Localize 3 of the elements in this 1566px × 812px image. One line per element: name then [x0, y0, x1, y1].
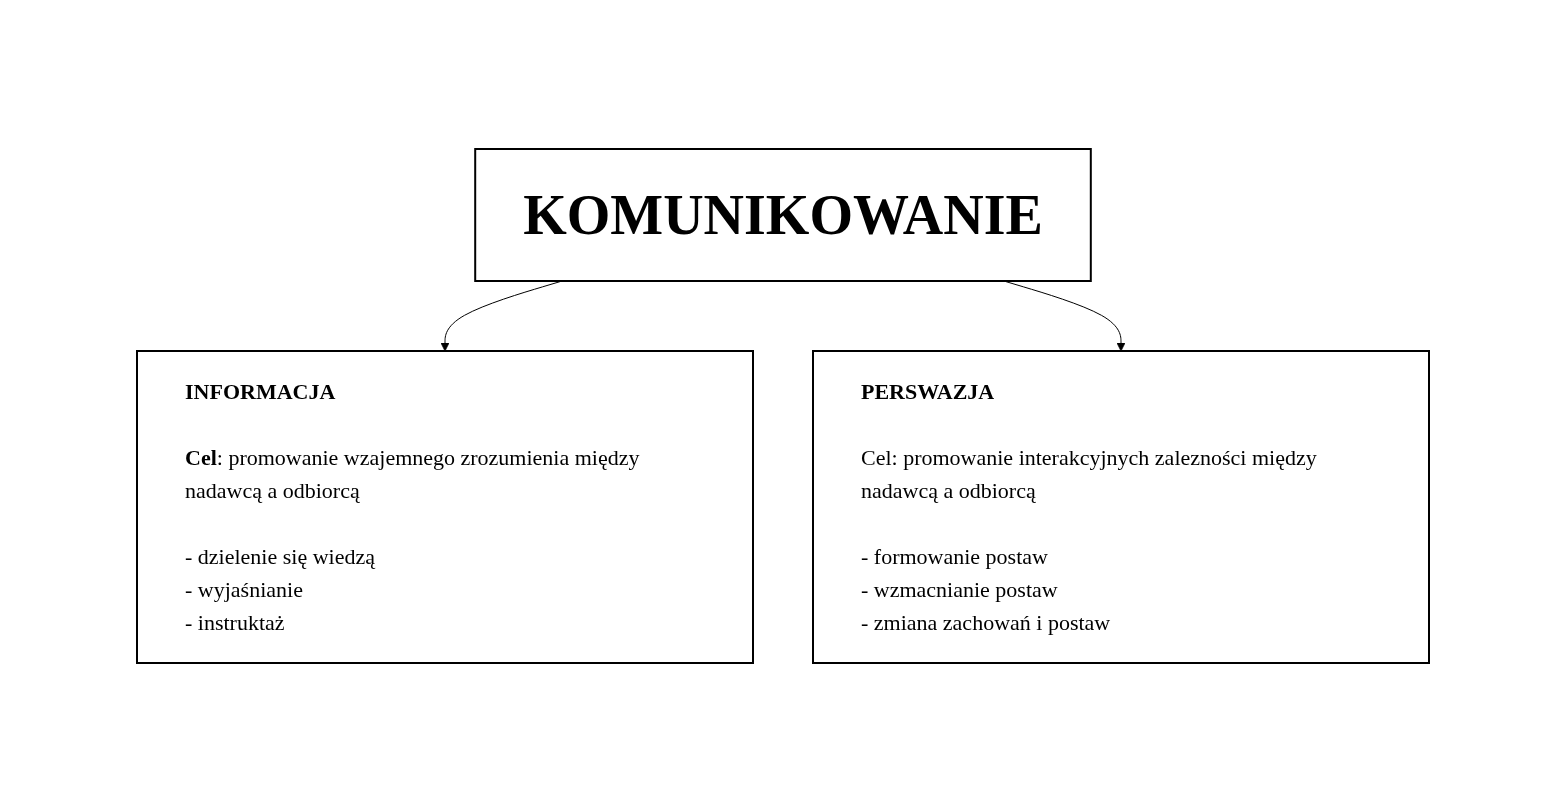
node-box: KOMUNIKOWANIE	[474, 148, 1092, 282]
node-box: INFORMACJA Cel: promowanie wzajemnego zrozumienia między nadawcą a odbiorcą - dzielenie się wiedzą - wyjaśnianie - instruktaż	[136, 350, 754, 664]
node-box: PERSWAZJA Cel: promowanie interakcyjnych zalezności między nadawcą a odbiorcą - formowanie postaw - wzmacnianie postaw - zmiana zachowań i postaw	[812, 350, 1430, 664]
